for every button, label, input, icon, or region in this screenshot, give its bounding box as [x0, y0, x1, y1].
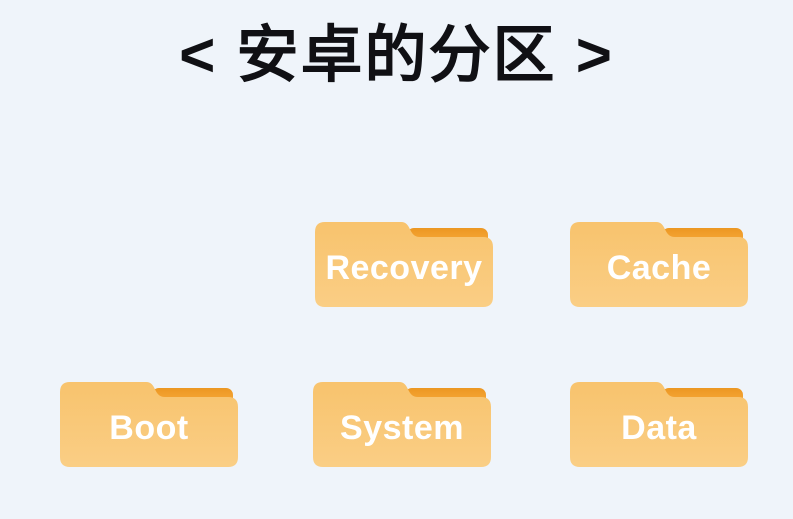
folder-cache: Cache — [570, 222, 748, 307]
folder-front — [60, 382, 238, 467]
folder-label-boot: Boot — [109, 408, 189, 447]
folder-label-recovery: Recovery — [325, 248, 483, 287]
folder-front — [315, 222, 493, 307]
folder-icon — [315, 222, 493, 307]
folder-boot: Boot — [60, 382, 238, 467]
folder-icon — [570, 382, 748, 467]
folder-label-data: Data — [621, 408, 697, 447]
folder-front — [570, 222, 748, 307]
folder-recovery: Recovery — [315, 222, 493, 307]
folder-icon — [570, 222, 748, 307]
page-title: < 安卓的分区 > — [179, 21, 614, 90]
folder-icon — [313, 382, 491, 467]
folder-label-system: System — [340, 408, 464, 447]
folder-front — [313, 382, 491, 467]
folder-front — [570, 382, 748, 467]
folder-system: System — [313, 382, 491, 467]
folder-icon — [60, 382, 238, 467]
folder-data: Data — [570, 382, 748, 467]
folder-label-cache: Cache — [606, 248, 712, 287]
